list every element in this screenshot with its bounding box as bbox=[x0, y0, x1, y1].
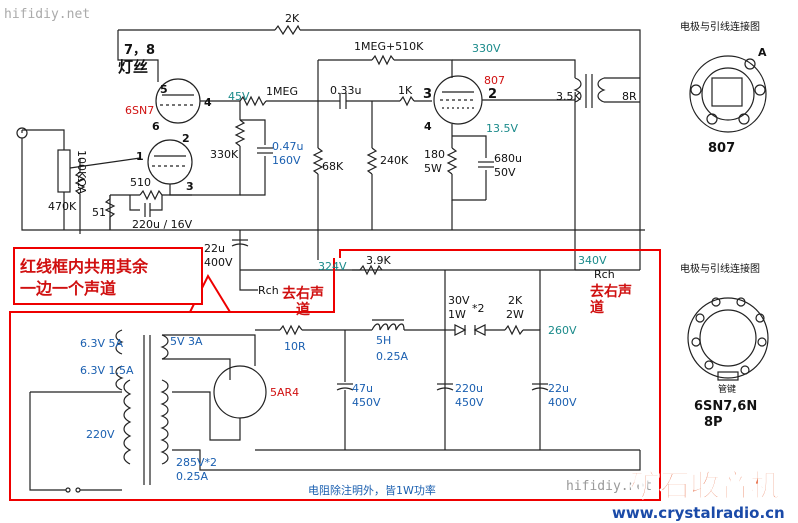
label-2k: 2K bbox=[285, 12, 300, 25]
label-680u: 680u bbox=[494, 152, 522, 165]
label-heater-pins: 7，8 bbox=[124, 43, 155, 58]
label-68k: 68K bbox=[322, 160, 344, 173]
label-pin3b: 3 bbox=[186, 180, 194, 193]
callout-line2: 一边一个声道 bbox=[20, 279, 116, 298]
label-pin4: 4 bbox=[204, 96, 212, 109]
label-note: 电阻除注明外，皆1W功率 bbox=[308, 483, 436, 497]
pinout-807 bbox=[689, 55, 767, 133]
label-rch-left: Rch bbox=[258, 284, 279, 297]
amp-wiring bbox=[16, 24, 645, 291]
pinout-807-anode: A bbox=[758, 46, 767, 59]
pinout-6sn7-title: 电极与引线连接图 bbox=[680, 262, 760, 275]
label-400v: 400V bbox=[204, 256, 233, 269]
tube-5ar4 bbox=[213, 365, 267, 419]
label-285v: 285V*2 bbox=[176, 456, 217, 469]
label-180: 180 bbox=[424, 148, 445, 161]
label-pin2b: 2 bbox=[182, 132, 190, 145]
watermark-top: hifidiy.net bbox=[4, 7, 90, 22]
label-1meg: 1MEG bbox=[266, 85, 298, 98]
label-2w: 2W bbox=[506, 308, 524, 321]
pinout-6sn7-name1: 6SN7,6N bbox=[694, 399, 757, 414]
label-pin1: 1 bbox=[136, 150, 144, 163]
label-47u: 47u bbox=[352, 382, 373, 395]
label-heater: 灯丝 bbox=[118, 58, 148, 76]
label-340v: 340V bbox=[578, 254, 607, 267]
right-channel-label-2b: 道 bbox=[590, 299, 604, 316]
label-807: 807 bbox=[484, 74, 505, 87]
callout-line1: 红线框内共用其余 bbox=[20, 257, 149, 276]
label-160v: 160V bbox=[272, 154, 301, 167]
label-240k: 240K bbox=[380, 154, 409, 167]
label-330k: 330K bbox=[210, 148, 239, 161]
label-pin4b: 4 bbox=[424, 120, 432, 133]
right-channel-label-1b: 道 bbox=[296, 301, 310, 318]
label-pin2: 2 bbox=[488, 87, 497, 102]
label-450v: 450V bbox=[352, 396, 381, 409]
label-047u: 0.47u bbox=[272, 140, 303, 153]
red-frame bbox=[9, 247, 661, 501]
label-10r: 10R bbox=[284, 340, 306, 353]
label-22u-b: 22u bbox=[548, 382, 569, 395]
label-025a: 0.25A bbox=[376, 350, 408, 363]
labels: 2K 7，8 灯丝 5 6SN7 6 4 45V 1MEG 1MEG+510K … bbox=[48, 12, 637, 497]
label-5h: 5H bbox=[376, 334, 391, 347]
label-330v: 330V bbox=[472, 42, 501, 55]
label-pin6: 6 bbox=[152, 120, 160, 133]
label-35k: 3.5K bbox=[556, 90, 581, 103]
label-50v: 50V bbox=[494, 166, 516, 179]
right-channel-label-1: 去右声 bbox=[282, 285, 324, 302]
label-x2: *2 bbox=[472, 302, 485, 315]
right-channel-label-2: 去右声 bbox=[590, 283, 632, 300]
label-135v: 13.5V bbox=[486, 122, 518, 135]
label-2k-b: 2K bbox=[508, 294, 523, 307]
label-5ar4: 5AR4 bbox=[270, 386, 299, 399]
label-45v: 45V bbox=[228, 90, 250, 103]
label-39k: 3.9K bbox=[366, 254, 391, 267]
label-5w: 5W bbox=[424, 162, 442, 175]
label-rch-right: Rch bbox=[594, 268, 615, 281]
label-510: 510 bbox=[130, 176, 151, 189]
label-1k: 1K bbox=[398, 84, 413, 97]
logo-url: www.crystalradio.cn bbox=[612, 504, 785, 522]
label-220u: 220u / 16V bbox=[132, 218, 193, 231]
label-63v-15a: 6.3V 1.5A bbox=[80, 364, 134, 377]
label-51: 51 bbox=[92, 206, 106, 219]
label-400v-b: 400V bbox=[548, 396, 577, 409]
logo-name: 矿石收音机 bbox=[630, 469, 780, 504]
label-1w: 1W bbox=[448, 308, 466, 321]
pinout-6sn7 bbox=[687, 297, 769, 381]
label-63v-5a: 6.3V 5A bbox=[80, 337, 124, 350]
watermark-bottom: hifidiy.net bbox=[566, 479, 652, 494]
label-220v: 220V bbox=[86, 428, 115, 441]
label-pot: 100KΩA bbox=[75, 150, 88, 195]
label-025a-b: 0.25A bbox=[176, 470, 208, 483]
label-30v: 30V bbox=[448, 294, 470, 307]
label-22u: 22u bbox=[204, 242, 225, 255]
label-8r: 8R bbox=[622, 90, 637, 103]
label-260v: 260V bbox=[548, 324, 577, 337]
label-324v: 324V bbox=[318, 260, 347, 273]
label-6sn7: 6SN7 bbox=[125, 104, 154, 117]
label-1meg510k: 1MEG+510K bbox=[354, 40, 424, 53]
label-470k: 470K bbox=[48, 200, 77, 213]
label-450v-b: 450V bbox=[455, 396, 484, 409]
label-pin3: 3 bbox=[423, 87, 432, 102]
label-220u-b: 220u bbox=[455, 382, 483, 395]
label-033u: 0.33u bbox=[330, 84, 361, 97]
pinout-6sn7-key: 管键 bbox=[718, 383, 736, 395]
label-pin5: 5 bbox=[160, 83, 168, 96]
psu-wiring bbox=[29, 270, 641, 493]
tube-6sn7-lower bbox=[147, 139, 193, 185]
label-5v-3a: 5V 3A bbox=[170, 335, 203, 348]
pinout-807-name: 807 bbox=[708, 141, 735, 156]
pinout-807-title: 电极与引线连接图 bbox=[680, 20, 760, 33]
pinout-6sn7-name2: 8P bbox=[704, 415, 723, 430]
